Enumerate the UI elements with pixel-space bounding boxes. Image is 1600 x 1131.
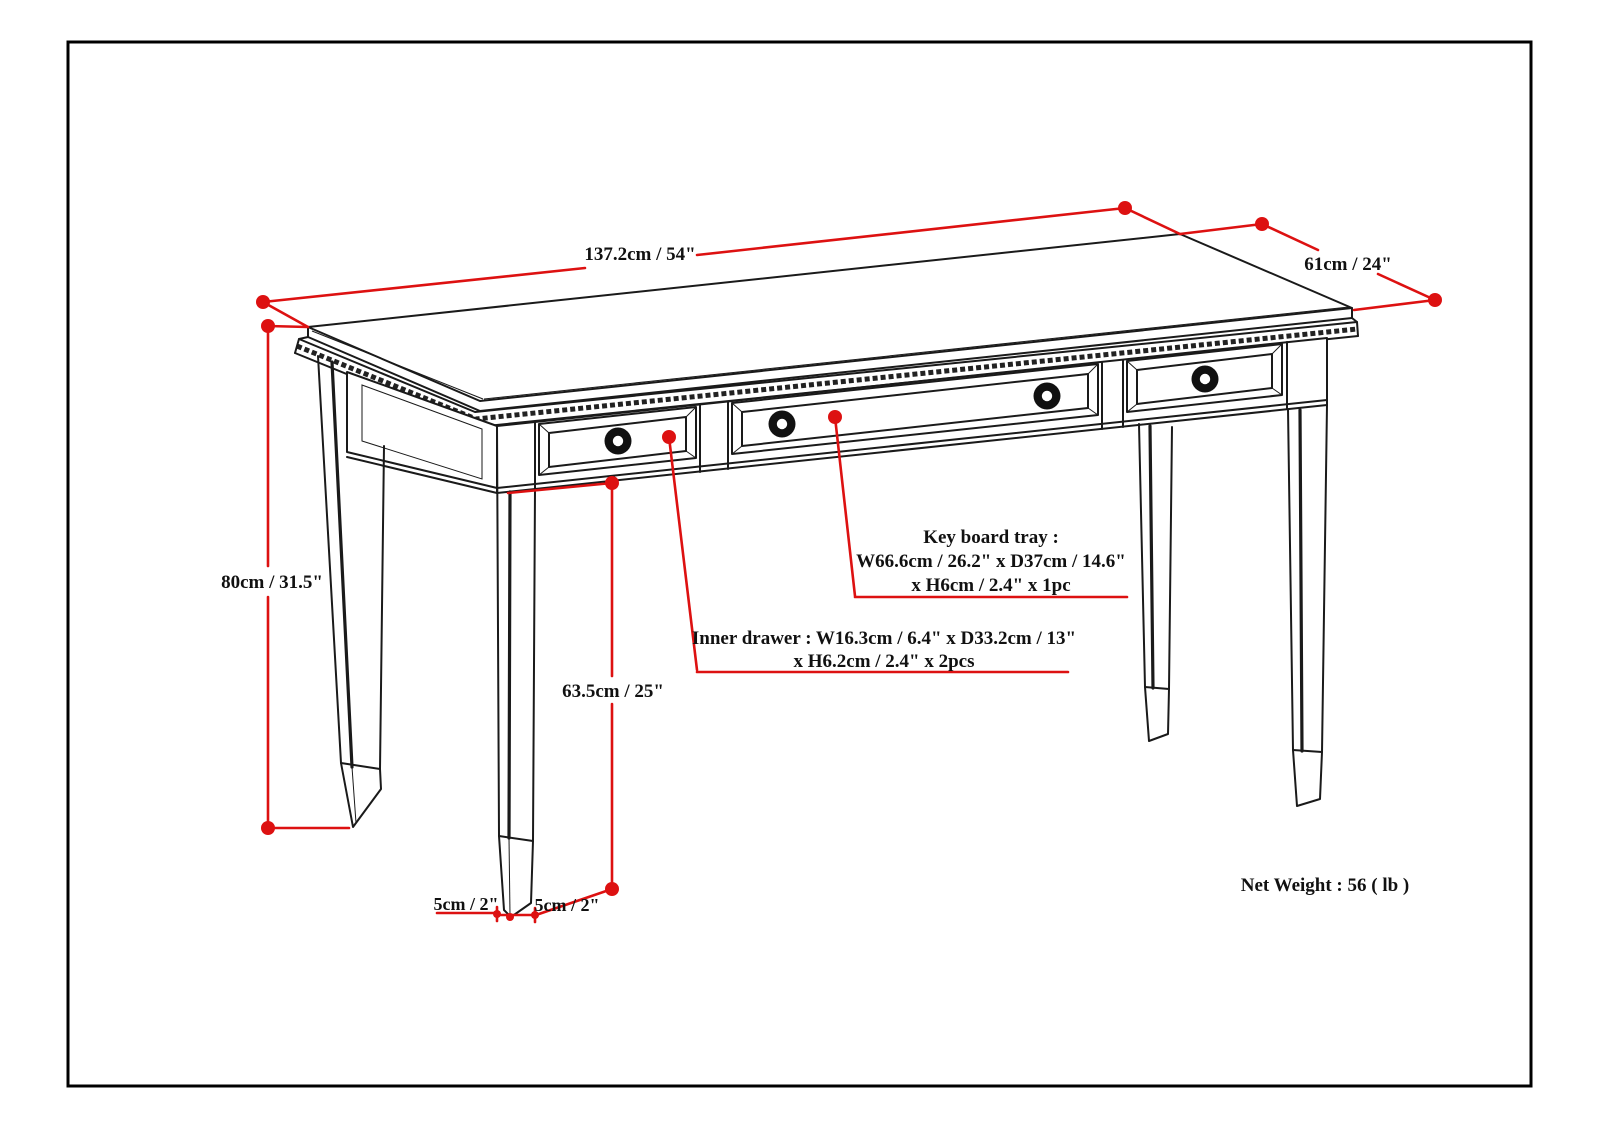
drawer-left-knob xyxy=(604,427,632,455)
apron-bottom-line xyxy=(496,404,1328,494)
dimension-depth xyxy=(1178,217,1442,312)
drawer-right-bevel-tr xyxy=(1271,343,1283,355)
keyboard-tray-note: Key board tray : W66.6cm / 26.2" x D37cm… xyxy=(856,527,1126,596)
leg-back-right-foot-joint xyxy=(1144,686,1170,690)
keyboard-tray-note-line1: Key board tray : xyxy=(923,527,1059,548)
dim-foot-dot-center xyxy=(506,913,514,921)
dim-depth-line-a xyxy=(1260,222,1320,252)
dim-foot-dot-right xyxy=(531,911,539,919)
inner-drawer-note: Inner drawer : W16.3cm / 6.4" x D33.2cm … xyxy=(692,628,1076,672)
leg-back-right-foot xyxy=(1144,686,1170,742)
drawer-right xyxy=(1126,343,1283,413)
leg-front-right-foot xyxy=(1292,749,1323,807)
dim-clearance-label: 63.5cm / 25" xyxy=(562,681,664,702)
molding-right-cap xyxy=(1351,317,1359,337)
leg-front-right-foot-joint xyxy=(1292,749,1323,753)
drawer-left-bevel-br xyxy=(685,450,697,459)
dim-width-line-b xyxy=(695,206,1127,257)
leader-keyboard-line xyxy=(833,415,857,598)
leg-front-left-foot-corner xyxy=(508,837,511,916)
leg-back-right-corner-edge xyxy=(1148,424,1155,690)
dimension-width xyxy=(256,201,1182,329)
dim-width-leader-left xyxy=(261,300,310,329)
page-border xyxy=(66,40,1533,1088)
drawer-center-knob-left xyxy=(768,410,796,438)
drawer-center-bevel-bl xyxy=(731,445,743,455)
leg-back-left-foot-joint xyxy=(340,762,381,770)
drawer-right-bevel-bl xyxy=(1126,403,1138,413)
net-weight-label: Net Weight : 56 ( lb ) xyxy=(1241,875,1410,896)
leg-back-left xyxy=(317,355,385,828)
drawer-left-bevel-bl xyxy=(538,466,550,476)
leg-front-right-inner-edge xyxy=(1321,404,1328,753)
inner-drawer-note-line2: x H6.2cm / 2.4" x 2pcs xyxy=(793,651,974,672)
dim-width-label: 137.2cm / 54" xyxy=(584,244,695,265)
dimension-lines xyxy=(256,201,1442,924)
drawer-center-bevel-tr xyxy=(1087,363,1099,375)
leg-front-left-foot-joint xyxy=(498,835,534,842)
desk-drawing xyxy=(294,233,1359,918)
leg-front-left xyxy=(496,425,536,918)
drawer-center-knob-right xyxy=(1033,382,1061,410)
drawer-right-knob xyxy=(1191,365,1219,393)
drawer-left-bevel-tr xyxy=(685,406,697,418)
leg-front-right-outer-edge xyxy=(1287,408,1294,751)
dim-foot-front-label: 5cm / 2" xyxy=(535,895,600,915)
leader-keyboard-tray xyxy=(828,410,1129,599)
dim-height-leader-top xyxy=(266,324,310,329)
dimension-clearance xyxy=(506,476,619,917)
leg-front-left-outer-edge xyxy=(496,425,500,837)
dim-depth-label: 61cm / 24" xyxy=(1304,254,1392,275)
leg-front-right xyxy=(1287,404,1328,807)
leader-inner-drawer xyxy=(662,430,1070,674)
molding-top-edge xyxy=(298,321,1358,413)
keyboard-tray-note-line2: W66.6cm / 26.2" x D37cm / 14.6" xyxy=(856,551,1126,572)
leg-back-left-foot xyxy=(340,762,382,828)
keyboard-tray-note-line3: x H6cm / 2.4" x 1pc xyxy=(911,575,1070,596)
leg-back-left-corner-edge xyxy=(330,360,354,769)
dimension-height xyxy=(261,319,351,835)
leader-inner-drawer-line xyxy=(667,435,699,672)
drawer-center-bevel-tl xyxy=(731,402,743,413)
labels: 137.2cm / 54" 61cm / 24" 80cm / 31.5" 63… xyxy=(221,244,1409,915)
inner-drawer-note-line1: Inner drawer : W16.3cm / 6.4" x D33.2cm … xyxy=(692,628,1076,649)
dim-clearance-leader-bottom xyxy=(534,887,614,917)
dim-depth-leader-back xyxy=(1178,222,1264,236)
drawer-center-bevel-br xyxy=(1087,407,1099,416)
drawer-right-bevel-br xyxy=(1271,387,1283,396)
leg-back-left-inner-edge xyxy=(379,445,385,770)
drawer-left-bevel-tl xyxy=(538,423,550,434)
molding-left-cap xyxy=(294,336,309,354)
leg-back-right-outer-edge xyxy=(1138,423,1146,688)
dim-height-label: 80cm / 31.5" xyxy=(221,572,323,593)
drawer-left xyxy=(538,406,697,476)
side-apron-bottom-line xyxy=(346,456,498,494)
leg-back-right xyxy=(1138,423,1173,742)
leg-back-right-inner-edge xyxy=(1168,426,1173,690)
dim-depth-line-b xyxy=(1376,272,1437,302)
dim-clearance-leader-top xyxy=(506,481,614,495)
leg-front-left-corner-edge xyxy=(507,490,512,840)
side-apron-panel xyxy=(361,384,483,480)
dim-depth-leader-front xyxy=(1352,298,1437,312)
drawer-right-bevel-tl xyxy=(1126,360,1138,371)
dim-foot-side-label: 5cm / 2" xyxy=(434,894,499,914)
leg-back-left-foot-corner xyxy=(351,766,357,824)
dim-foot-dot-left xyxy=(493,910,501,918)
dimension-foot xyxy=(435,905,539,924)
tabletop-left-highlight xyxy=(311,330,484,400)
tabletop-front-highlight xyxy=(483,306,1350,400)
leg-back-left-outer-edge xyxy=(317,355,342,764)
dim-width-leader-right xyxy=(1123,206,1182,236)
leg-front-left-inner-edge xyxy=(532,488,536,841)
dim-width-line-a xyxy=(261,266,587,304)
drawer-center xyxy=(731,363,1099,455)
leg-front-right-corner-edge xyxy=(1298,408,1304,753)
